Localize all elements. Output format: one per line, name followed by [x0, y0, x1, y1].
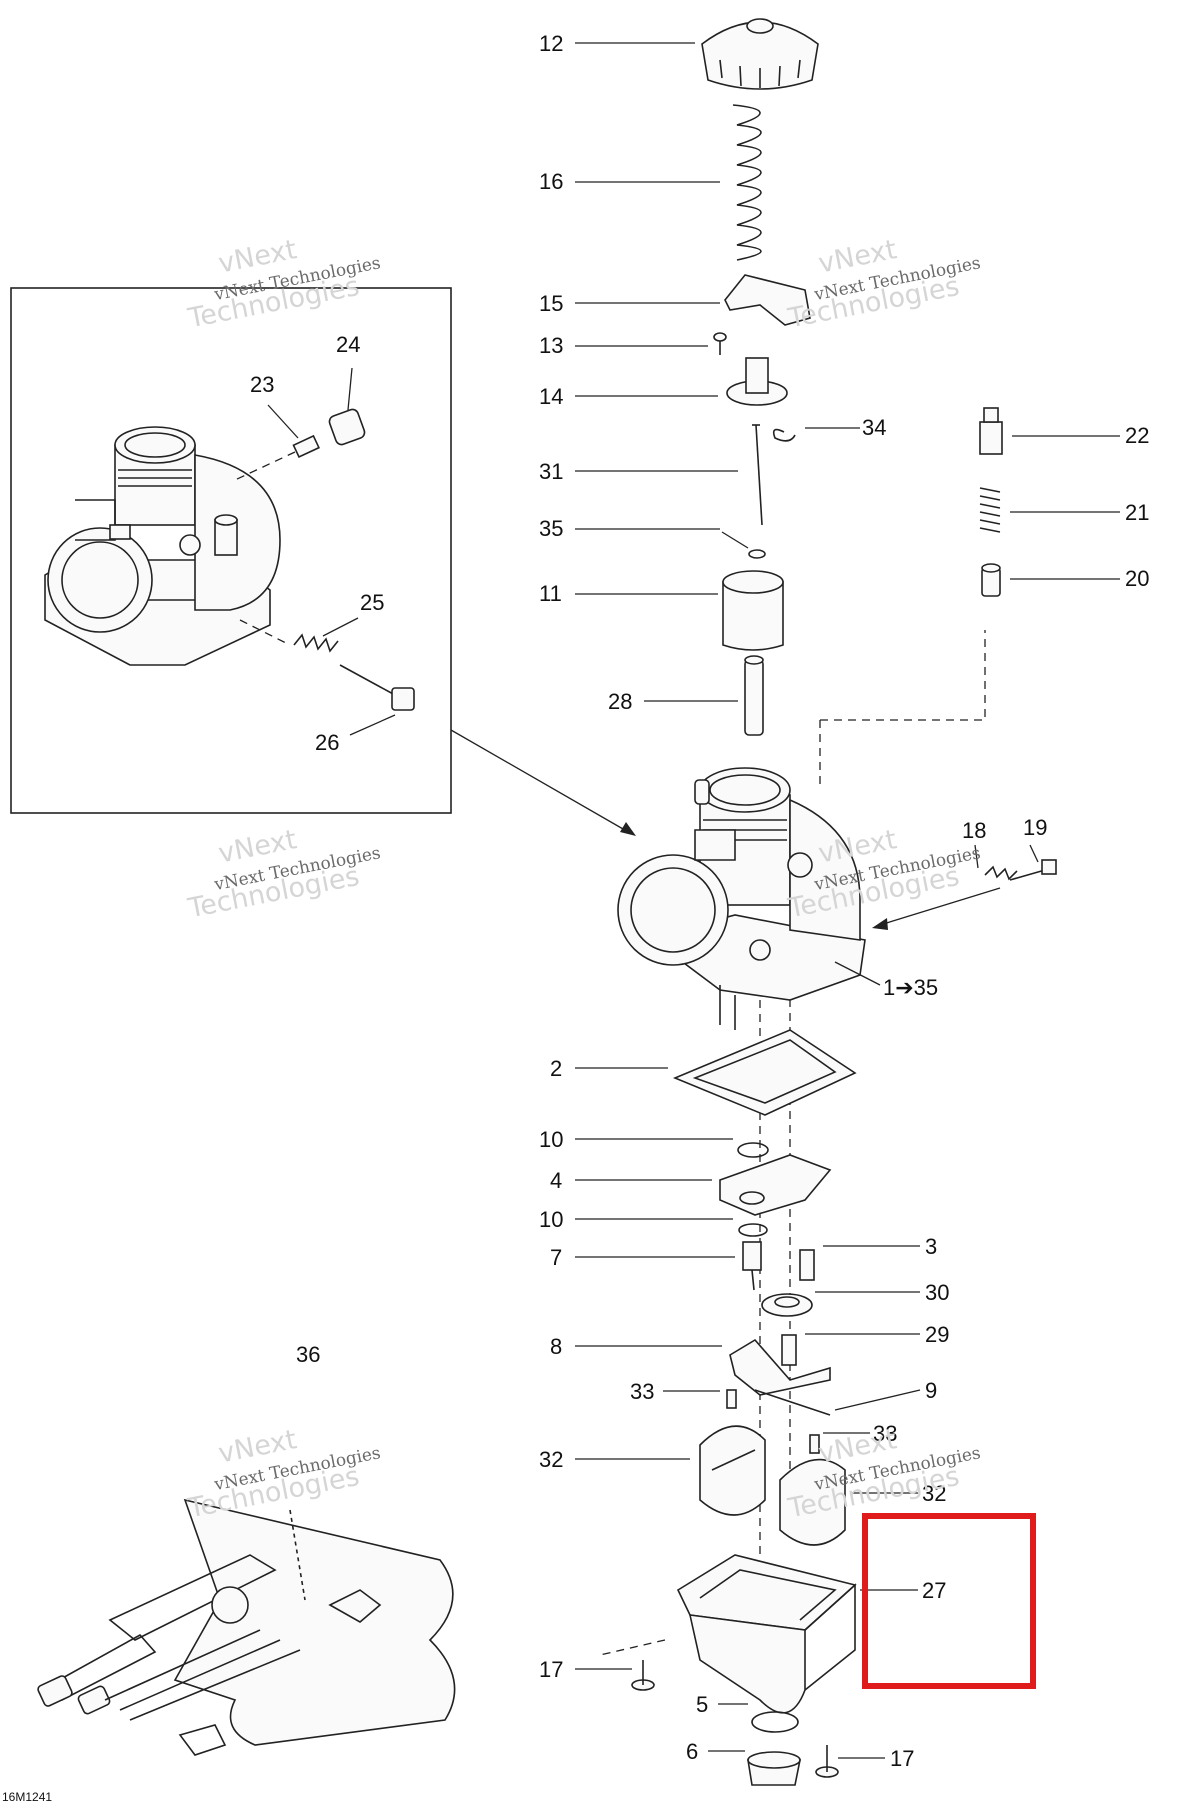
- watermark-1: vNext vNext Technologies Technologies: [185, 234, 383, 334]
- part-7-main-jet: [742, 1241, 762, 1291]
- callout-6: 6: [686, 1739, 698, 1764]
- part-22-adjuster: [979, 407, 1003, 455]
- part-3-pilot-jet: [799, 1249, 815, 1281]
- part-17-screw-right: [815, 1745, 839, 1778]
- diagram-code: 16M1241: [2, 1790, 52, 1804]
- callout-8: 8: [550, 1334, 562, 1359]
- part-1-carburetor-body: [617, 767, 866, 1030]
- callout-17-left: 17: [539, 1657, 563, 1682]
- callout-32-left: 32: [539, 1447, 563, 1472]
- callout-5: 5: [696, 1692, 708, 1717]
- part-33-pin-left: [726, 1389, 737, 1409]
- callout-28: 28: [608, 689, 632, 714]
- inset-view: [10, 287, 636, 836]
- part-33-pin-right: [809, 1434, 820, 1454]
- callout-3: 3: [925, 1234, 937, 1259]
- callout-23: 23: [250, 372, 274, 397]
- part-27-float-bowl: [676, 1554, 857, 1714]
- callout-4: 4: [550, 1168, 562, 1193]
- callout-29: 29: [925, 1322, 949, 1347]
- watermark-3: vNext vNext Technologies Technologies: [185, 824, 383, 924]
- watermark-5: vNext vNext Technologies Technologies: [185, 1424, 383, 1524]
- part-8-float-arm: [729, 1338, 831, 1396]
- callout-2: 2: [550, 1056, 562, 1081]
- part-21-spring: [979, 487, 1001, 533]
- callout-10-upper: 10: [539, 1127, 563, 1152]
- callout-1-35: 1➔35: [883, 975, 938, 1000]
- part-26-screw: [339, 664, 415, 736]
- inset-arrow: [620, 822, 636, 836]
- part-11-slide: [722, 570, 784, 651]
- part-36-tool-kit: [37, 1498, 456, 1756]
- part-13-screw: [713, 332, 727, 355]
- callout-7: 7: [550, 1245, 562, 1270]
- callout-10-lower: 10: [539, 1207, 563, 1232]
- part-34-clip: [772, 428, 796, 442]
- callout-27: 27: [922, 1578, 946, 1603]
- part-24-cap: [328, 367, 366, 446]
- callout-24: 24: [336, 332, 360, 357]
- callout-33-left: 33: [630, 1379, 654, 1404]
- callout-34: 34: [862, 415, 886, 440]
- callout-25: 25: [360, 590, 384, 615]
- callout-26: 26: [315, 730, 339, 755]
- callout-31: 31: [539, 459, 563, 484]
- part-2-gasket: [672, 1029, 857, 1116]
- part-19-screw: [1009, 859, 1057, 881]
- callout-11: 11: [539, 581, 562, 606]
- part-29-needle-valve: [781, 1334, 797, 1366]
- callout-35: 35: [539, 516, 563, 541]
- part-10-o-ring-lower: [738, 1223, 768, 1237]
- part-15-retainer: [724, 274, 811, 326]
- leader-lines: [575, 42, 1120, 1759]
- callout-12: 12: [539, 31, 563, 56]
- part-9-pin: [754, 1389, 831, 1416]
- callout-9: 9: [925, 1378, 937, 1403]
- part-25-spring: [239, 617, 359, 653]
- part-23-screw: [234, 404, 320, 481]
- callout-33-right: 33: [873, 1421, 897, 1446]
- callout-14: 14: [539, 384, 563, 409]
- part-17-screw-left: [631, 1660, 655, 1691]
- part-10-o-ring-upper: [737, 1142, 769, 1158]
- part-32-float-right: [779, 1458, 846, 1546]
- part-31-needle: [752, 424, 763, 526]
- highlight-box: [862, 1513, 1036, 1689]
- part-16-spring: [732, 104, 762, 261]
- callout-22: 22: [1125, 423, 1149, 448]
- callout-36: 36: [296, 1342, 320, 1367]
- part-12-cap: [701, 18, 819, 90]
- callout-19: 19: [1023, 815, 1047, 840]
- callout-21: 21: [1125, 500, 1149, 525]
- part-32-float-left: [699, 1425, 766, 1516]
- callout-labels: 12 16 15 13 14 34 22 31 21 35 11 20 28 1…: [250, 31, 1149, 1771]
- part-4-plate: [719, 1154, 832, 1216]
- part-5-o-ring: [751, 1711, 799, 1733]
- callout-18: 18: [962, 818, 986, 843]
- callout-17-right: 17: [890, 1746, 914, 1771]
- part-28-needle-jet: [744, 655, 764, 736]
- inset-carburetor-drawing: [44, 426, 281, 666]
- part-18-spring: [984, 865, 1018, 881]
- part-35-washer: [748, 549, 766, 559]
- part-14-plate: [726, 357, 788, 406]
- callout-13: 13: [539, 333, 563, 358]
- part-6-drain-plug: [747, 1751, 801, 1786]
- callout-30: 30: [925, 1280, 949, 1305]
- callout-20: 20: [1125, 566, 1149, 591]
- callout-15: 15: [539, 291, 563, 316]
- part-20-plunger: [981, 563, 1001, 597]
- watermark-2: vNext vNext Technologies Technologies: [785, 234, 983, 334]
- part-30-valve: [761, 1293, 813, 1317]
- callout-16: 16: [539, 169, 563, 194]
- callout-32-right: 32: [922, 1481, 946, 1506]
